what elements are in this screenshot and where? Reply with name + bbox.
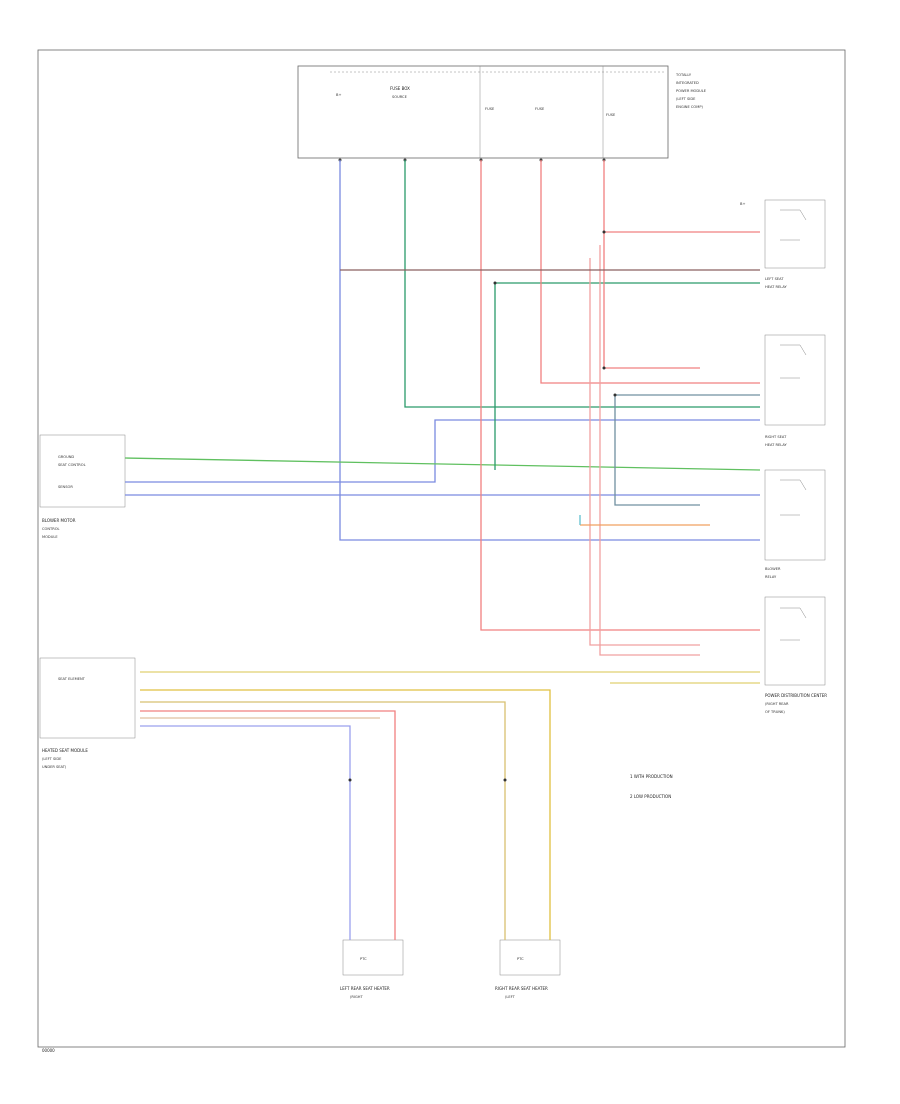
svg-text:INTEGRATED: INTEGRATED [676, 81, 699, 85]
svg-text:POWER MODULE: POWER MODULE [676, 89, 707, 93]
diagram-frame [37, 49, 846, 1048]
footer-code: 00000 [42, 1048, 55, 1053]
svg-text:MODULE: MODULE [42, 535, 58, 539]
svg-text:B+: B+ [336, 93, 341, 97]
wire-red-4 [603, 232, 700, 369]
fuse-box: FUSE BOX B+ SOURCE FUSE FUSE FUSE TOTALL… [297, 65, 707, 159]
relay-2: RIGHT SEAT HEAT RELAY [764, 334, 826, 447]
wire-yellow-seat [140, 689, 551, 940]
wire-red-2 [540, 160, 760, 384]
svg-text:SEAT CONTROL: SEAT CONTROL [58, 463, 86, 467]
svg-text:LEFT SEAT: LEFT SEAT [765, 277, 784, 281]
svg-text:PTC: PTC [360, 957, 367, 961]
relay-1: B+ LEFT SEAT HEAT RELAY [740, 199, 826, 289]
svg-text:RELAY: RELAY [765, 575, 777, 579]
left-rear-seat-heater: PTC LEFT REAR SEAT HEATER (RIGHT [340, 939, 404, 999]
relay-3: BLOWER RELAY [764, 469, 826, 579]
left-rear-seat-heater-label: LEFT REAR SEAT HEATER [340, 986, 390, 991]
svg-text:SENSOR: SENSOR [58, 485, 73, 489]
svg-text:B+: B+ [740, 202, 745, 206]
relay-4: POWER DISTRIBUTION CENTER (RIGHT REAR OF… [764, 596, 827, 714]
left-module-2: SEAT ELEMENT HEATED SEAT MODULE (LEFT SI… [39, 657, 136, 769]
wire-gray [614, 394, 760, 506]
wire-blue-main [339, 160, 760, 541]
splices [348, 230, 617, 782]
right-rear-seat-heater: PTC RIGHT REAR SEAT HEATER (LEFT [495, 939, 561, 999]
wire-green-main [404, 160, 760, 408]
svg-text:UNDER SEAT): UNDER SEAT) [42, 765, 67, 769]
legend-item-2: 2 LOW PRODUCTION [630, 794, 671, 799]
wire-tan-seat [140, 701, 506, 940]
svg-text:(LEFT SIDE: (LEFT SIDE [676, 97, 696, 101]
svg-text:FUSE: FUSE [485, 107, 495, 111]
wire-red-5 [599, 245, 700, 656]
wire-blue-left [125, 419, 760, 483]
wire-red-6 [589, 258, 700, 646]
svg-text:HEAT RELAY: HEAT RELAY [765, 443, 788, 447]
svg-text:FUSE: FUSE [606, 113, 616, 117]
svg-text:(LEFT: (LEFT [505, 995, 516, 999]
wire-red-1 [480, 160, 760, 631]
legend: 1 WITH PRODUCTION 2 LOW PRODUCTION [630, 774, 673, 799]
svg-text:(LEFT SIDE: (LEFT SIDE [42, 757, 62, 761]
wire-green-branch [494, 282, 760, 470]
svg-text:BLOWER: BLOWER [765, 567, 781, 571]
svg-text:FUSE: FUSE [535, 107, 545, 111]
heated-seat-module-label: HEATED SEAT MODULE [42, 748, 88, 753]
pdc-label: POWER DISTRIBUTION CENTER [765, 693, 827, 698]
fuse-box-pins [338, 158, 606, 162]
blower-motor-label: BLOWER MOTOR [42, 518, 76, 523]
wire-green-left [124, 457, 761, 471]
wire-red-3 [603, 160, 760, 233]
svg-text:GROUND: GROUND [58, 455, 74, 459]
svg-text:ENGINE COMP): ENGINE COMP) [676, 105, 704, 109]
svg-text:PTC: PTC [517, 957, 524, 961]
svg-text:(RIGHT: (RIGHT [350, 995, 363, 999]
right-rear-seat-heater-label: RIGHT REAR SEAT HEATER [495, 986, 548, 991]
legend-item-1: 1 WITH PRODUCTION [630, 774, 673, 779]
fuse-box-label: FUSE BOX [390, 86, 410, 91]
wire-blue-seat [140, 725, 351, 940]
wire-red-seat [140, 710, 396, 940]
svg-text:CONTROL: CONTROL [42, 527, 60, 531]
svg-text:RIGHT SEAT: RIGHT SEAT [765, 435, 787, 439]
svg-text:(RIGHT REAR: (RIGHT REAR [765, 702, 789, 706]
svg-text:SOURCE: SOURCE [392, 95, 408, 99]
svg-text:SEAT ELEMENT: SEAT ELEMENT [58, 677, 86, 681]
svg-text:HEAT RELAY: HEAT RELAY [765, 285, 788, 289]
left-module-1: GROUND SEAT CONTROL SENSOR BLOWER MOTOR … [39, 434, 126, 539]
svg-text:OF TRUNK): OF TRUNK) [765, 710, 785, 714]
svg-text:TOTALLY: TOTALLY [675, 73, 692, 77]
